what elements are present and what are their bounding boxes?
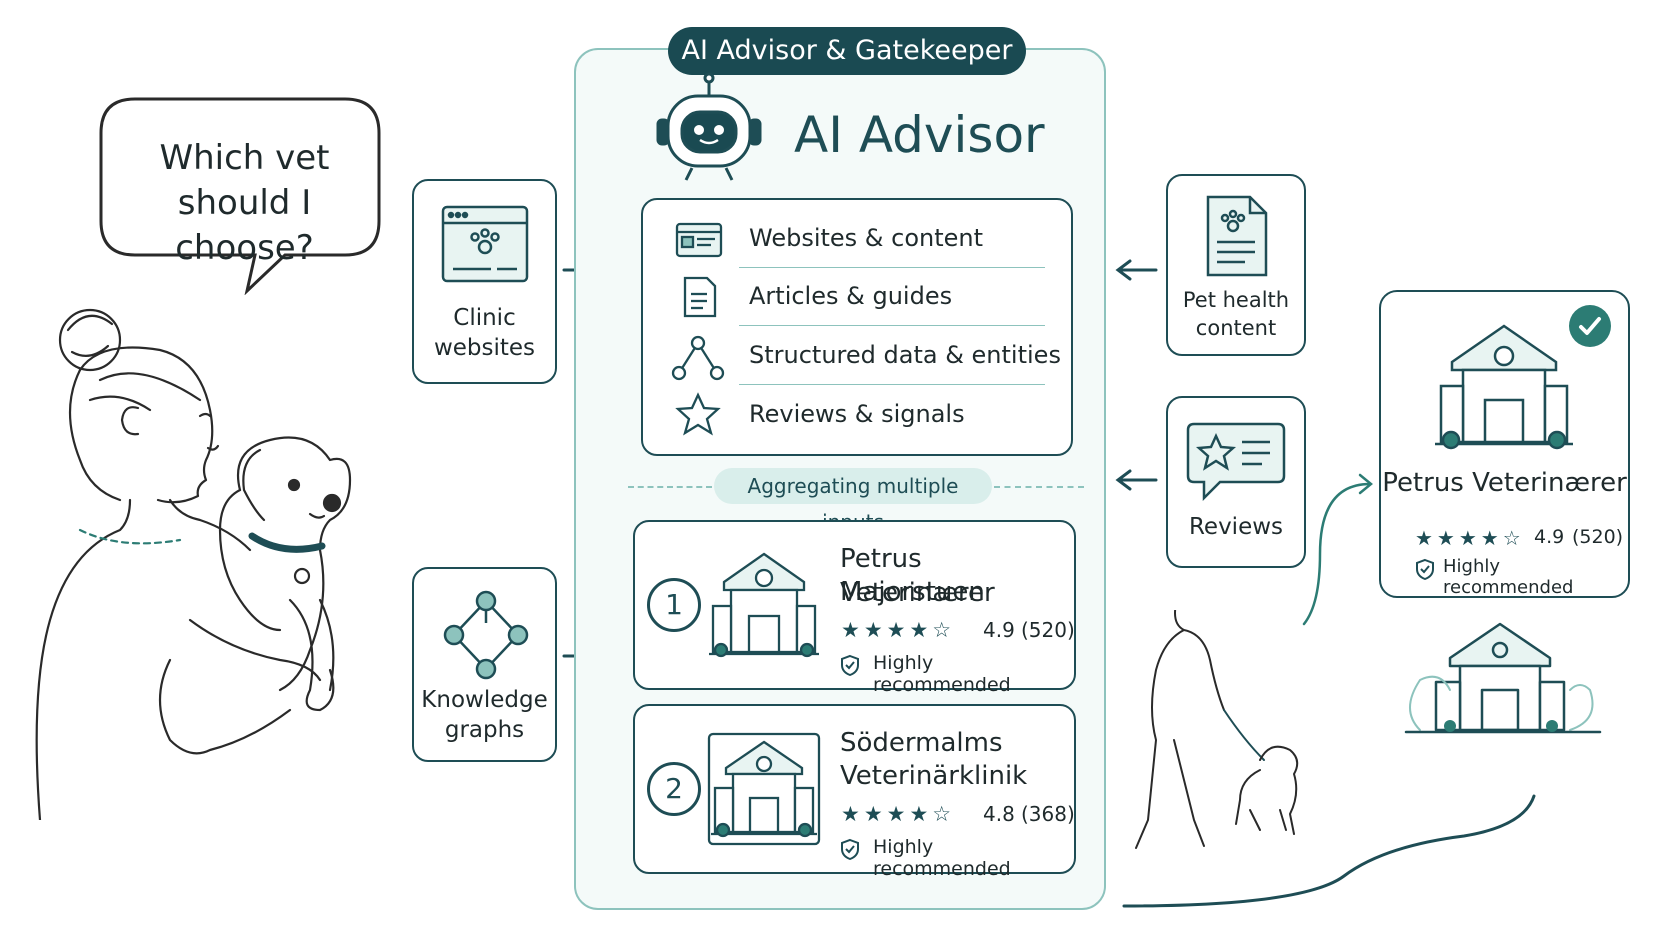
- rating-score: 4.9: [983, 618, 1015, 642]
- knowledge-graphs-line-1: Knowledge: [421, 687, 548, 713]
- list-item: Structured data & entities: [643, 329, 1071, 385]
- arrow-left-icon: [1115, 469, 1158, 491]
- reviews-label: Reviews: [1188, 514, 1284, 540]
- speech-line-2: should I choose?: [175, 183, 314, 268]
- advisor-title: AI Advisor: [794, 106, 1045, 164]
- divider-right: [994, 486, 1084, 488]
- knowledge-graphs-line-2: graphs: [444, 717, 525, 743]
- pet-health-line-2: content: [1195, 316, 1277, 340]
- rating-stars: ★★★★☆: [1415, 526, 1525, 550]
- clinic-building-icon: [1435, 324, 1573, 450]
- review-count: (520): [1572, 526, 1624, 548]
- source-card-knowledge-graphs: Knowledge graphs: [412, 567, 557, 762]
- check-badge-icon: [1569, 305, 1611, 347]
- clinic-websites-label: Clinic websites: [414, 303, 555, 363]
- arrow-left-icon: [1115, 259, 1158, 281]
- recommendation-label: Highly recommended: [873, 836, 1011, 880]
- aggregating-label: Aggregating multiple inputs: [714, 468, 992, 534]
- shield-check-icon: [841, 838, 859, 860]
- shield-check-icon: [1416, 558, 1434, 580]
- source-card-pet-health: Pet health content: [1166, 174, 1306, 356]
- clinic-name-line-2: Majorstuen: [840, 577, 985, 607]
- rank-badge: 1: [647, 578, 701, 632]
- list-item: Reviews & signals: [643, 388, 1071, 444]
- recommendation-label: Highly recommended: [873, 652, 1011, 696]
- review-count: (520): [1021, 618, 1075, 642]
- rating-stars: ★★★★☆: [841, 802, 956, 826]
- source-card-reviews: Reviews: [1166, 396, 1306, 568]
- article-icon: [683, 276, 717, 318]
- clinic-name-line-1: Södermalms: [840, 728, 1003, 758]
- clinic-building-icon: [709, 552, 819, 658]
- webpage-icon: [675, 222, 723, 258]
- robot-icon: [656, 72, 762, 181]
- recommendation-label: Highly recommended: [1443, 556, 1574, 598]
- knowledge-graphs-label: Knowledge graphs: [414, 685, 555, 745]
- clinic-websites-line-2: websites: [433, 335, 536, 361]
- shield-check-icon: [841, 654, 859, 676]
- clinic-building-icon: [707, 732, 821, 846]
- rating-score: 4.9: [1534, 526, 1565, 548]
- rank-badge: 2: [647, 762, 701, 816]
- pet-health-label: Pet health content: [1168, 286, 1304, 342]
- clinic-card-2[interactable]: 2 Södermalms Veterinärklinik ★★★★☆ 4.8 (…: [633, 704, 1076, 880]
- clinic-card-1[interactable]: 1 Petrus Veterinærer Majorstuen ★★★★☆ 4.…: [633, 520, 1076, 696]
- speech-line-1: Which vet: [159, 138, 330, 178]
- path-to-result-arrow: [1302, 473, 1373, 626]
- rating-score: 4.8: [983, 802, 1015, 826]
- list-item: Articles & guides: [643, 270, 1071, 326]
- browser-paw-icon: [441, 205, 529, 283]
- document-paw-icon: [1206, 195, 1268, 277]
- graph-nodes-icon: [443, 590, 529, 680]
- clinic-websites-line-1: Clinic: [453, 305, 516, 331]
- clinic-name-line-1: Petrus Veterinærer: [840, 544, 995, 608]
- input-label: Websites & content: [749, 224, 984, 252]
- input-label: Structured data & entities: [749, 341, 1061, 369]
- star-icon: [675, 392, 721, 436]
- clinic-name-line-2: Veterinärklinik: [840, 761, 1028, 791]
- source-card-clinic-websites: Clinic websites: [412, 179, 557, 384]
- speech-bubble: [99, 97, 381, 295]
- panel-title: AI Advisor & Gatekeeper: [668, 27, 1026, 75]
- result-clinic-name: Petrus Veterinærer: [1382, 468, 1627, 498]
- walking-to-clinic-illustration: [1122, 610, 1602, 908]
- speech-question: Which vet should I choose?: [112, 136, 377, 271]
- review-count: (368): [1021, 802, 1075, 826]
- rating-stars: ★★★★☆: [841, 618, 956, 642]
- input-label: Reviews & signals: [749, 400, 965, 428]
- review-star-icon: [1186, 422, 1286, 502]
- nodes-icon: [671, 335, 725, 381]
- pet-health-line-1: Pet health: [1182, 288, 1290, 312]
- list-item: Websites & content: [643, 212, 1071, 268]
- inputs-list: Websites & content Articles & guides Str…: [641, 198, 1073, 456]
- divider-left: [628, 486, 712, 488]
- woman-holding-dog-illustration: [35, 308, 352, 820]
- input-label: Articles & guides: [749, 282, 953, 310]
